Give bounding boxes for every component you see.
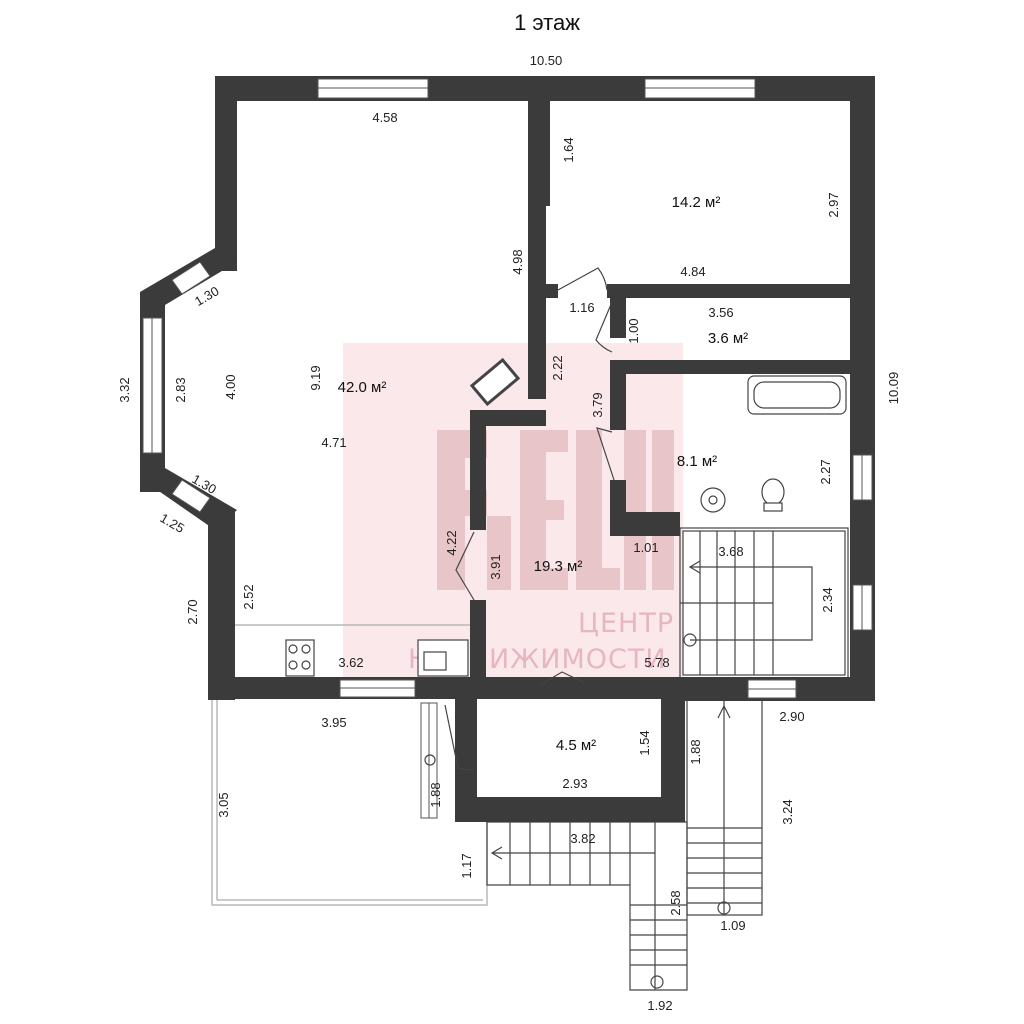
area-vestibule: 4.5 м² [556, 737, 596, 754]
windows [142, 78, 873, 819]
doors [424, 267, 615, 771]
dim-4-98: 4.98 [510, 249, 525, 274]
dim-1-92: 1.92 [647, 998, 672, 1013]
window-bay-bottom [171, 479, 211, 513]
dim-3-91: 3.91 [488, 554, 503, 579]
watermark-line1: ЦЕНТР [578, 608, 674, 639]
dim-3-62: 3.62 [338, 655, 363, 670]
dim-3-32: 3.32 [117, 377, 132, 402]
area-bathroom: 8.1 м² [677, 453, 717, 470]
dim-4-00: 4.00 [223, 374, 238, 399]
dim-1-88-right: 1.88 [688, 739, 703, 764]
dim-2-93: 2.93 [562, 776, 587, 791]
dim-3-95: 3.95 [321, 715, 346, 730]
dim-1-17: 1.17 [459, 853, 474, 878]
dim-2-83: 2.83 [173, 377, 188, 402]
dim-1-25: 1.25 [158, 510, 187, 536]
watermark-logo [437, 430, 674, 590]
dim-2-90: 2.90 [779, 709, 804, 724]
dim-3-56: 3.56 [708, 305, 733, 320]
dim-2-70: 2.70 [185, 599, 200, 624]
floor-title: 1 этаж [514, 10, 580, 35]
dim-4-22: 4.22 [444, 530, 459, 555]
dim-3-82: 3.82 [570, 831, 595, 846]
dim-3-05: 3.05 [216, 792, 231, 817]
area-living: 42.0 м² [338, 379, 387, 396]
dimensions: 10.50 4.58 1.64 2.97 4.98 4.84 1.30 1.16… [117, 53, 901, 1013]
dim-4-71: 4.71 [321, 435, 346, 450]
dim-2-58: 2.58 [668, 890, 683, 915]
area-hall: 19.3 м² [534, 558, 583, 575]
dim-1-09: 1.09 [720, 918, 745, 933]
dim-4-58: 4.58 [372, 110, 397, 125]
bottom-stairs [486, 821, 688, 991]
fireplace [469, 357, 521, 407]
dim-1-88-left: 1.88 [428, 782, 443, 807]
dim-5-78: 5.78 [644, 655, 669, 670]
dim-2-97: 2.97 [826, 192, 841, 217]
fixtures [285, 357, 847, 677]
dim-10-09: 10.09 [886, 372, 901, 405]
dim-2-52: 2.52 [241, 584, 256, 609]
dim-3-68: 3.68 [718, 544, 743, 559]
dim-1-16: 1.16 [569, 300, 594, 315]
dim-2-34: 2.34 [820, 587, 835, 612]
room-areas: 42.0 м² 14.2 м² 3.6 м² 8.1 м² 19.3 м² 4.… [338, 194, 749, 754]
dim-2-27: 2.27 [818, 459, 833, 484]
toilet [761, 478, 785, 506]
area-storage: 3.6 м² [708, 330, 748, 347]
window-bay-top [171, 261, 211, 295]
dim-1-30-top: 1.30 [192, 283, 221, 309]
dim-1-00: 1.00 [626, 318, 641, 343]
dim-overall-width: 10.50 [530, 53, 563, 68]
dim-1-01: 1.01 [633, 540, 658, 555]
area-bedroom: 14.2 м² [672, 194, 721, 211]
dim-3-24: 3.24 [780, 799, 795, 824]
right-stairs [686, 699, 763, 916]
dim-1-54: 1.54 [637, 730, 652, 755]
dim-3-79: 3.79 [590, 392, 605, 417]
dim-9-19: 9.19 [308, 365, 323, 390]
dim-1-64: 1.64 [561, 137, 576, 162]
dim-4-84: 4.84 [680, 264, 705, 279]
dim-2-22: 2.22 [550, 355, 565, 380]
